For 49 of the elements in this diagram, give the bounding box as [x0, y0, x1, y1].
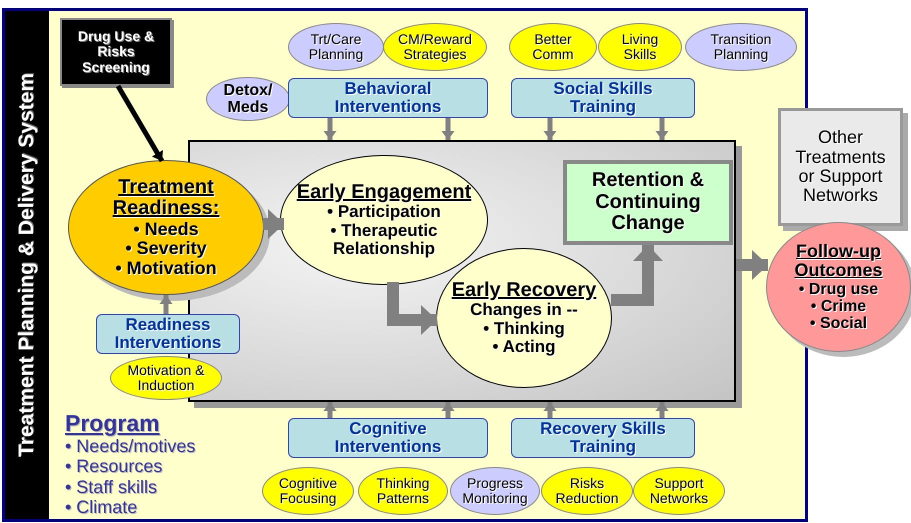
oval-node	[206, 77, 290, 121]
stage-detail: • Drug use	[798, 280, 878, 298]
intervention-box	[288, 78, 488, 118]
node-label: Support Networks	[648, 476, 710, 506]
stage-detail: • Acting	[492, 338, 556, 356]
stage-title: Treatment Readiness:	[112, 176, 220, 220]
list-item: • Needs/motives	[65, 436, 196, 456]
node-label: Risks Reduction	[554, 476, 620, 506]
section-heading: Program	[65, 411, 161, 436]
node-label: Motivation & Induction	[126, 362, 206, 394]
stage-detail: • Thinking	[483, 320, 565, 338]
node-label: Drug Use & Risks Screening	[76, 29, 156, 75]
stage-box	[563, 160, 733, 245]
node-label: Recovery Skills Training	[539, 420, 667, 456]
stage-detail: • Therapeutic Relationship	[329, 222, 439, 258]
stage-detail: • Social	[810, 315, 868, 332]
intervention-box	[511, 78, 695, 118]
stage-detail: • Motivation	[115, 258, 217, 278]
frame-title: Treatment Planning & Delivery System	[15, 73, 39, 457]
intervention-box	[511, 418, 695, 458]
node-label: Cognitive Interventions	[334, 420, 442, 456]
stage-title: Early Engagement	[296, 182, 472, 204]
node-label: Social Skills Training	[552, 80, 654, 116]
process-box	[60, 18, 172, 86]
node-label: Living Skills	[620, 32, 660, 62]
stage-detail: • Crime	[810, 298, 866, 316]
list-item: • Resources	[65, 456, 164, 477]
stage-title: Follow-up Outcomes	[793, 242, 884, 281]
list-item: • Climate	[65, 496, 138, 517]
node-label: Readiness Interventions	[114, 316, 222, 352]
node-label: Retention & Continuing Change	[590, 170, 706, 235]
stage-detail: • Needs	[133, 220, 199, 240]
node-label: Thinking Patterns	[376, 476, 430, 506]
node-label: Other Treatments or Support Networks	[794, 128, 887, 206]
node-label: Progress Monitoring	[461, 476, 529, 506]
stage-detail: • Participation	[327, 203, 441, 222]
stage-detail: • Severity	[125, 239, 207, 259]
stage-title: Early Recovery	[452, 280, 596, 302]
intervention-box	[288, 418, 488, 458]
stage-detail: Changes in --	[470, 301, 578, 320]
node-label: CM/Reward Strategies	[397, 32, 473, 62]
node-label: Behavioral Interventions	[334, 80, 442, 116]
node-label: Trt/Care Planning	[308, 32, 364, 62]
list-item: • Staff skills	[65, 476, 158, 497]
node-label: Better Comm	[531, 32, 575, 62]
node-label: Cognitive Focusing	[278, 476, 338, 506]
node-label: Detox/ Meds	[222, 82, 274, 116]
node-label: Transition Planning	[710, 32, 772, 62]
intervention-box	[96, 314, 240, 354]
